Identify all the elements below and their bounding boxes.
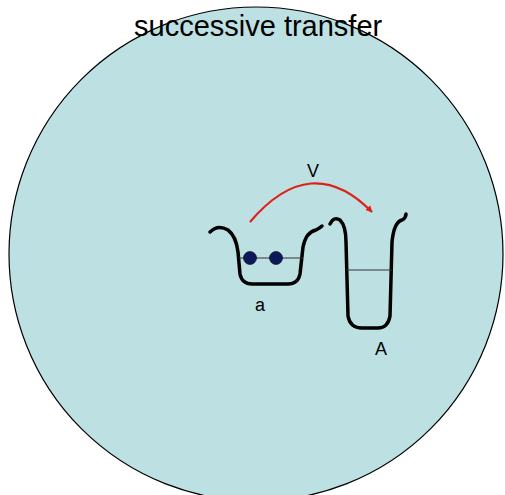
region-circle	[9, 7, 503, 495]
particle-dot	[244, 252, 257, 265]
well-wall	[210, 226, 322, 284]
well-wall	[330, 214, 406, 328]
potential-well: A	[328, 212, 408, 362]
well-label: a	[255, 296, 265, 314]
well-label: A	[375, 340, 387, 358]
particle-dot	[270, 252, 283, 265]
potential-well: a	[208, 222, 322, 322]
diagram-title: successive transfer	[134, 12, 382, 41]
transfer-arrow	[250, 183, 372, 222]
well-outline	[328, 212, 408, 362]
energy-level	[346, 269, 392, 270]
coupling-label: V	[307, 162, 319, 180]
